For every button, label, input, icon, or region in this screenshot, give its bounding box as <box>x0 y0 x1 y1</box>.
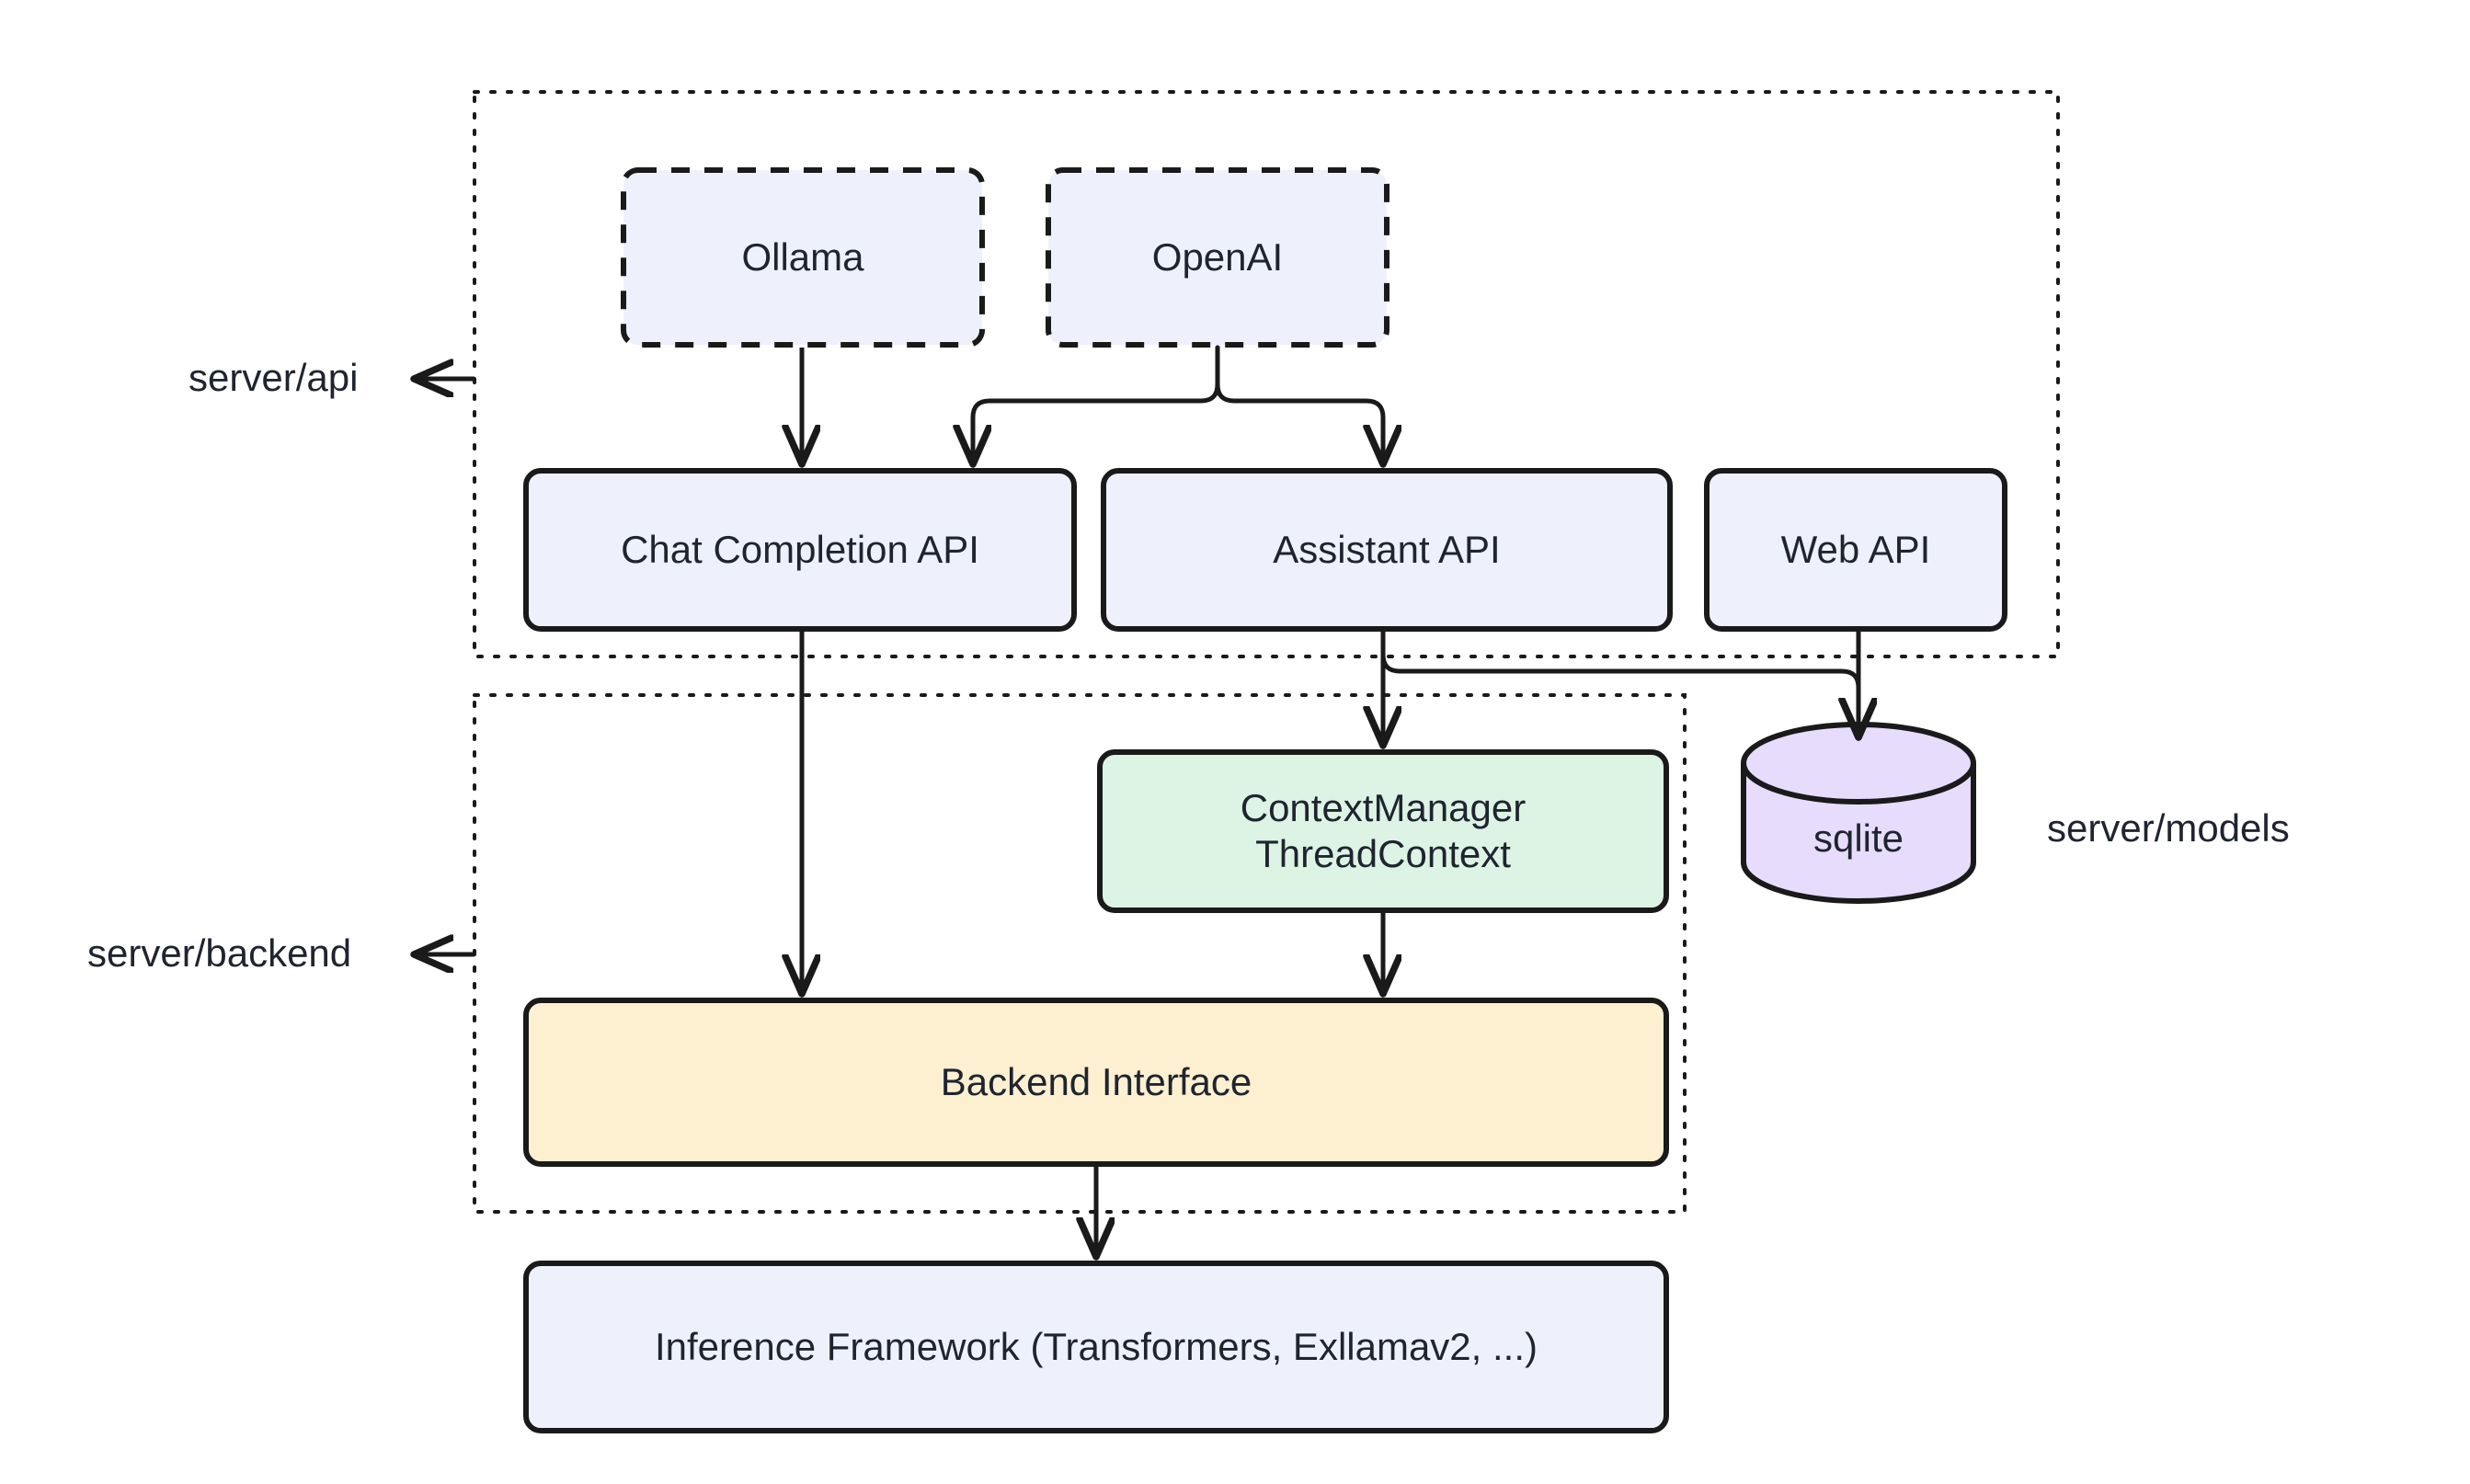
edge-assistant-api-to-sqlite <box>1380 629 1858 736</box>
group-label-backend: server/backend <box>87 931 352 975</box>
node-assistant-api[interactable] <box>1101 468 1673 632</box>
group-label-api: server/api <box>189 356 359 399</box>
edge-openai-to-assistant-api <box>1215 345 1383 462</box>
node-openai[interactable] <box>1046 167 1389 348</box>
node-sqlite[interactable] <box>1741 722 1976 904</box>
node-web-api[interactable] <box>1704 468 2007 632</box>
node-context-manager[interactable] <box>1097 749 1669 913</box>
node-inference-framework[interactable] <box>523 1261 1669 1433</box>
node-chat-completion-api[interactable] <box>523 468 1077 632</box>
group-label-models: server/models <box>2047 806 2290 850</box>
node-ollama[interactable] <box>621 167 985 348</box>
edge-openai-to-chat-completion-api <box>973 345 1220 462</box>
node-backend-interface[interactable] <box>523 998 1669 1167</box>
